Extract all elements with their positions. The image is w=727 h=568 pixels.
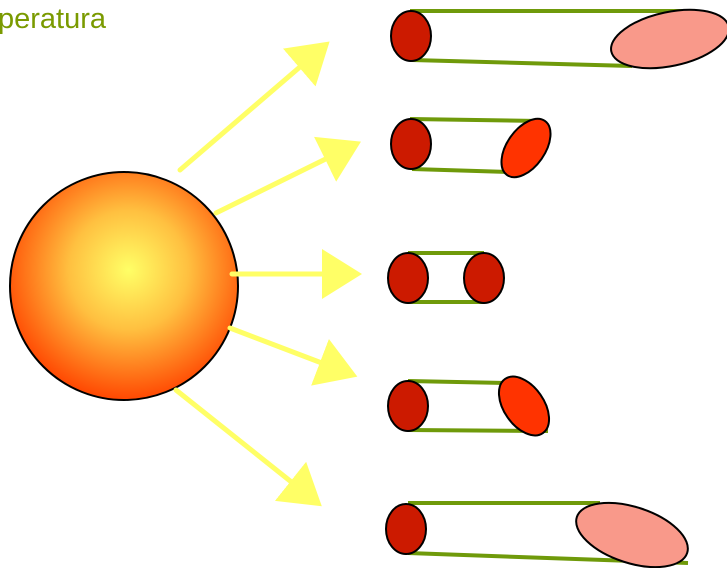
cylinder-5-left-face xyxy=(386,504,426,554)
sun-body xyxy=(10,172,238,400)
cylinder-3-right-face xyxy=(464,253,504,303)
ray-arrow-2 xyxy=(216,146,352,213)
cylinder-4 xyxy=(388,367,559,444)
cylinder-3-left-face xyxy=(388,253,428,303)
ray-arrow-4 xyxy=(230,328,348,373)
cylinder-1 xyxy=(391,0,727,78)
cylinder-4-right-face xyxy=(489,367,560,444)
cylinder-4-left-face xyxy=(388,381,428,431)
ray-arrow-5 xyxy=(176,390,314,500)
cylinder-2-left-face xyxy=(391,119,431,169)
cylinder-3 xyxy=(388,253,504,303)
ray-arrow-1 xyxy=(180,48,322,170)
sun xyxy=(10,172,238,400)
cylinder-2 xyxy=(391,110,560,186)
cylinder-5 xyxy=(386,490,696,568)
cylinder-1-left-face xyxy=(391,11,431,61)
